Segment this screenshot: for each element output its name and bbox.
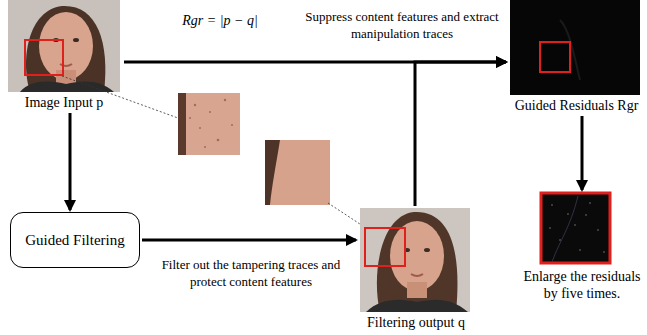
residual-image	[510, 0, 640, 95]
node-label: Image Input p	[6, 94, 122, 111]
output-image: Filtering output q	[358, 208, 474, 331]
arrow-connector	[69, 113, 72, 210]
node-label: Enlarge the residuals by five times.	[520, 268, 644, 302]
filtered-photo	[360, 208, 470, 312]
edge-label: Suppress content features and extract ma…	[290, 8, 514, 42]
input-image: Image Input p	[6, 0, 122, 111]
process-box: Guided Filtering	[10, 212, 140, 268]
input-photo	[8, 0, 120, 92]
node-label: Guided Residuals Rgr	[508, 97, 645, 114]
node-label: Filtering output q	[358, 314, 474, 331]
zoom-patch	[265, 140, 330, 205]
arrow-connector	[142, 239, 356, 242]
enlarged-residual	[541, 193, 610, 263]
enlarged-image-node: Enlarge the residuals by five times.	[520, 192, 644, 302]
arrow-connector	[415, 62, 506, 206]
formula-label: Rgr = |p − q|	[160, 12, 280, 29]
arrow-connector	[581, 116, 584, 190]
residual-image-node: Guided Residuals Rgr	[508, 0, 645, 114]
zoom-patch	[178, 93, 240, 155]
edge-label: Filter out the tampering traces and prot…	[148, 256, 354, 290]
node-label: Guided Filtering	[25, 232, 125, 249]
